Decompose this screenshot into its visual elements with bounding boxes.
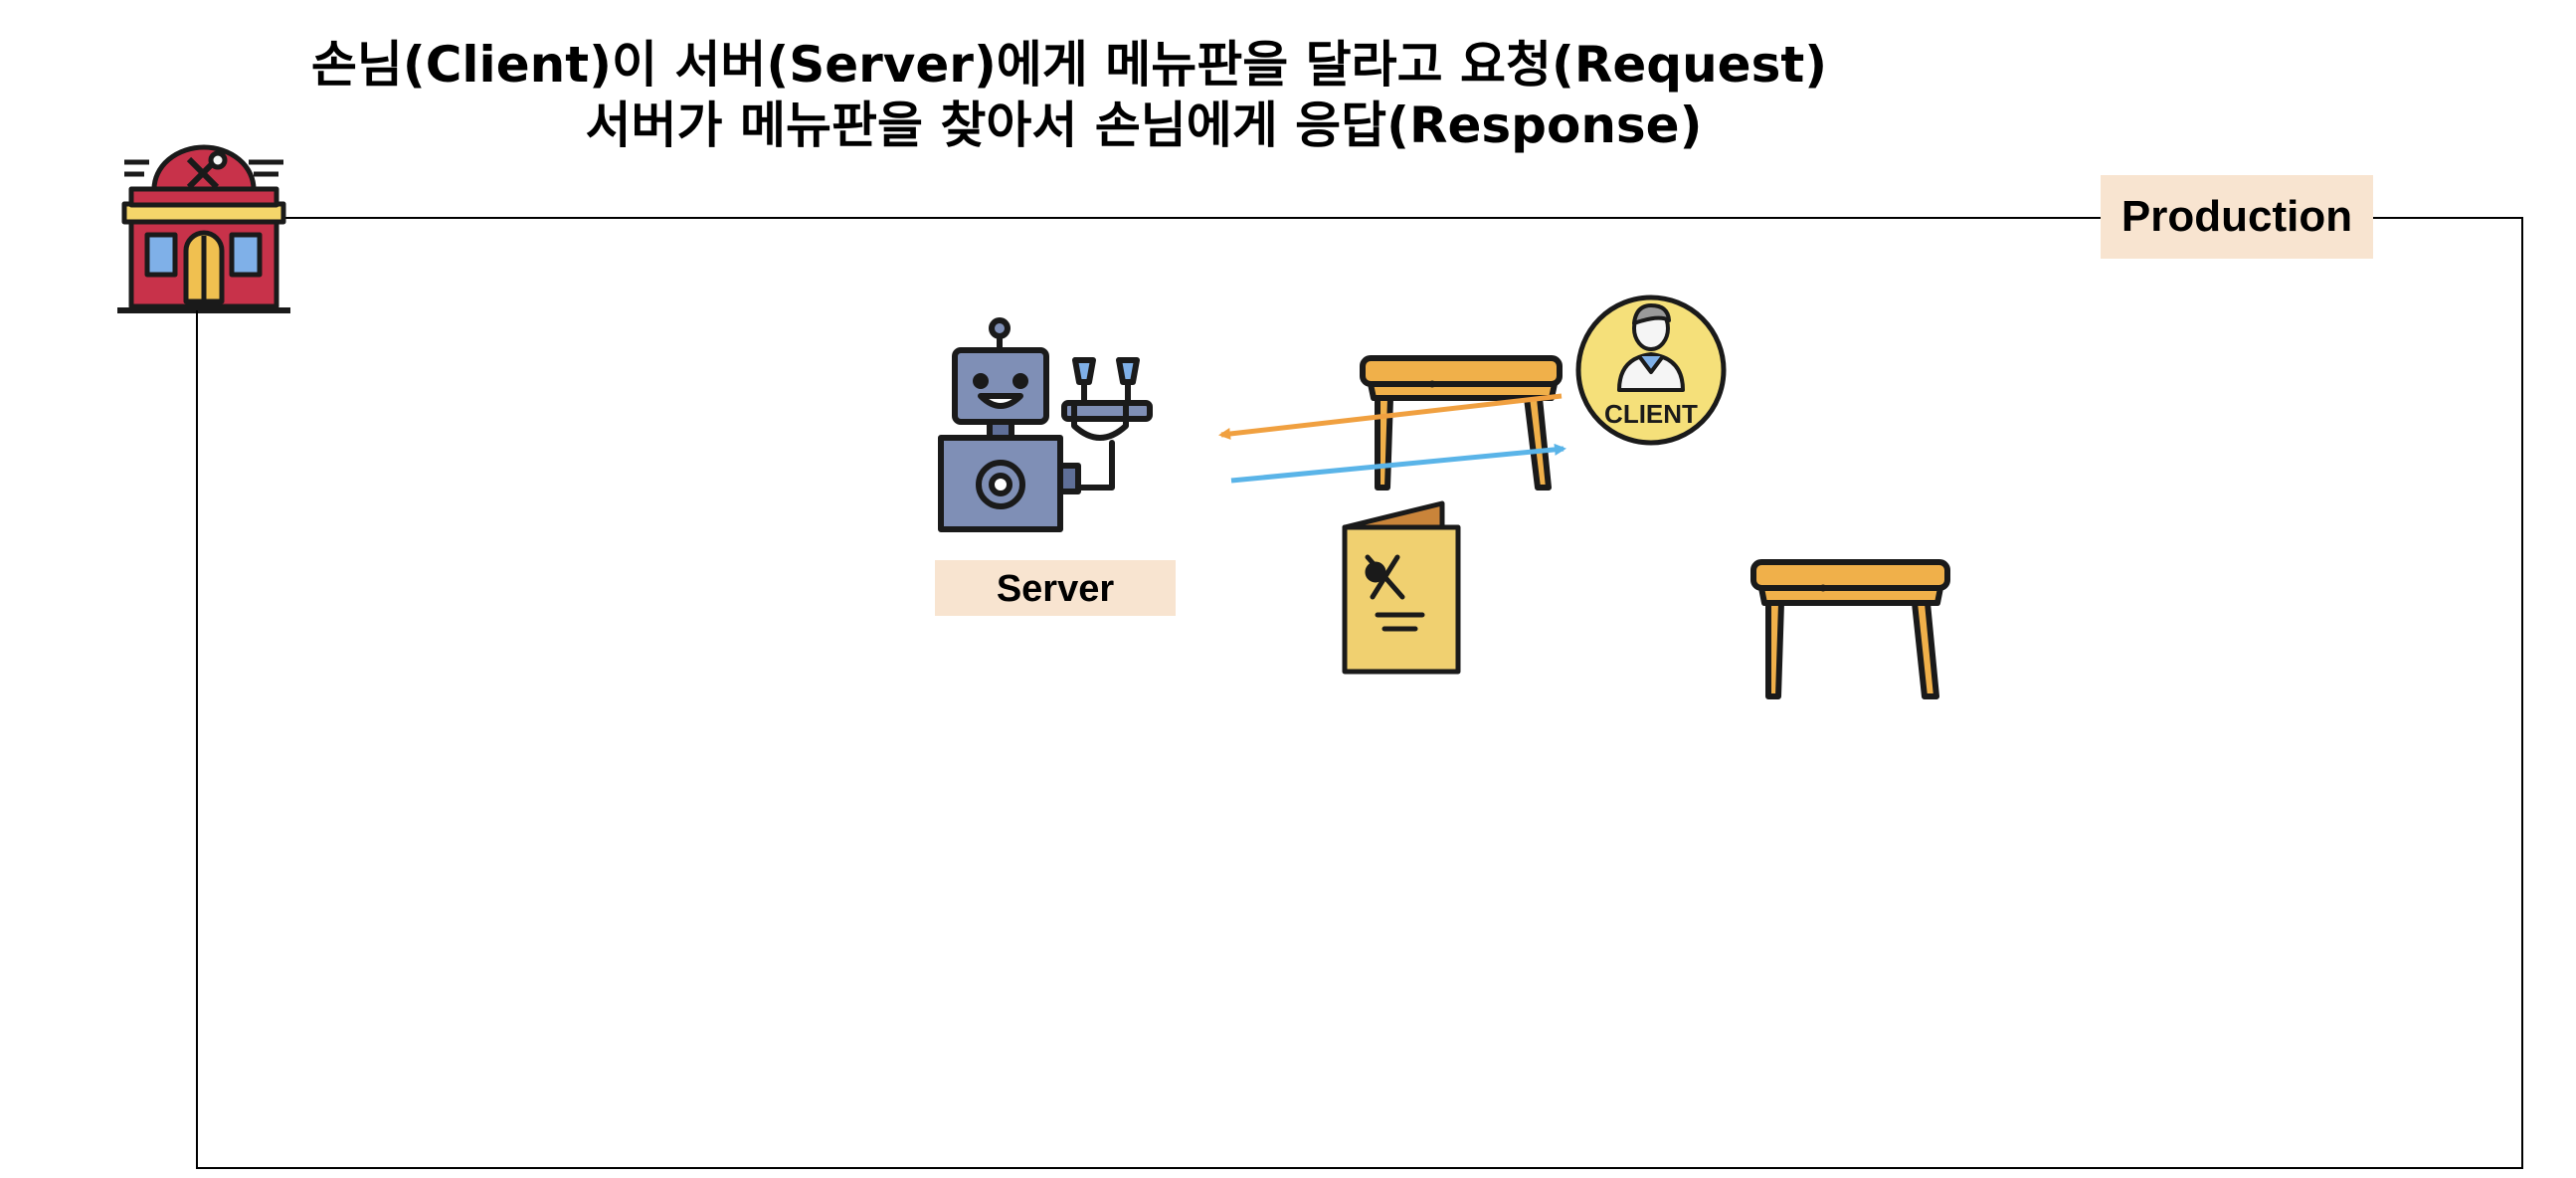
robot-server-icon	[938, 317, 1153, 532]
response-arrow	[1230, 443, 1566, 484]
client-badge-text: CLIENT	[1604, 399, 1698, 429]
table-icon	[1360, 355, 1563, 491]
production-label: Production	[2121, 192, 2352, 241]
server-label-box	[935, 560, 1176, 616]
server-label: Server	[997, 568, 1115, 610]
table-icon-2	[1750, 559, 1950, 699]
restaurant-icon	[117, 144, 290, 313]
title-line-2: 서버가 메뉴판을 찾아서 손님에게 응답(Response)	[586, 97, 1703, 154]
client-icon: CLIENT	[1575, 294, 1727, 446]
production-frame	[196, 217, 2523, 1169]
title: 손님(Client)이 서버(Server)에게 메뉴판을 달라고 요청(Req…	[311, 36, 1827, 154]
request-arrow	[1218, 393, 1563, 440]
production-label-box	[2101, 175, 2373, 259]
title-line-1: 손님(Client)이 서버(Server)에게 메뉴판을 달라고 요청(Req…	[311, 36, 1827, 94]
menu-board-icon	[1342, 500, 1461, 675]
